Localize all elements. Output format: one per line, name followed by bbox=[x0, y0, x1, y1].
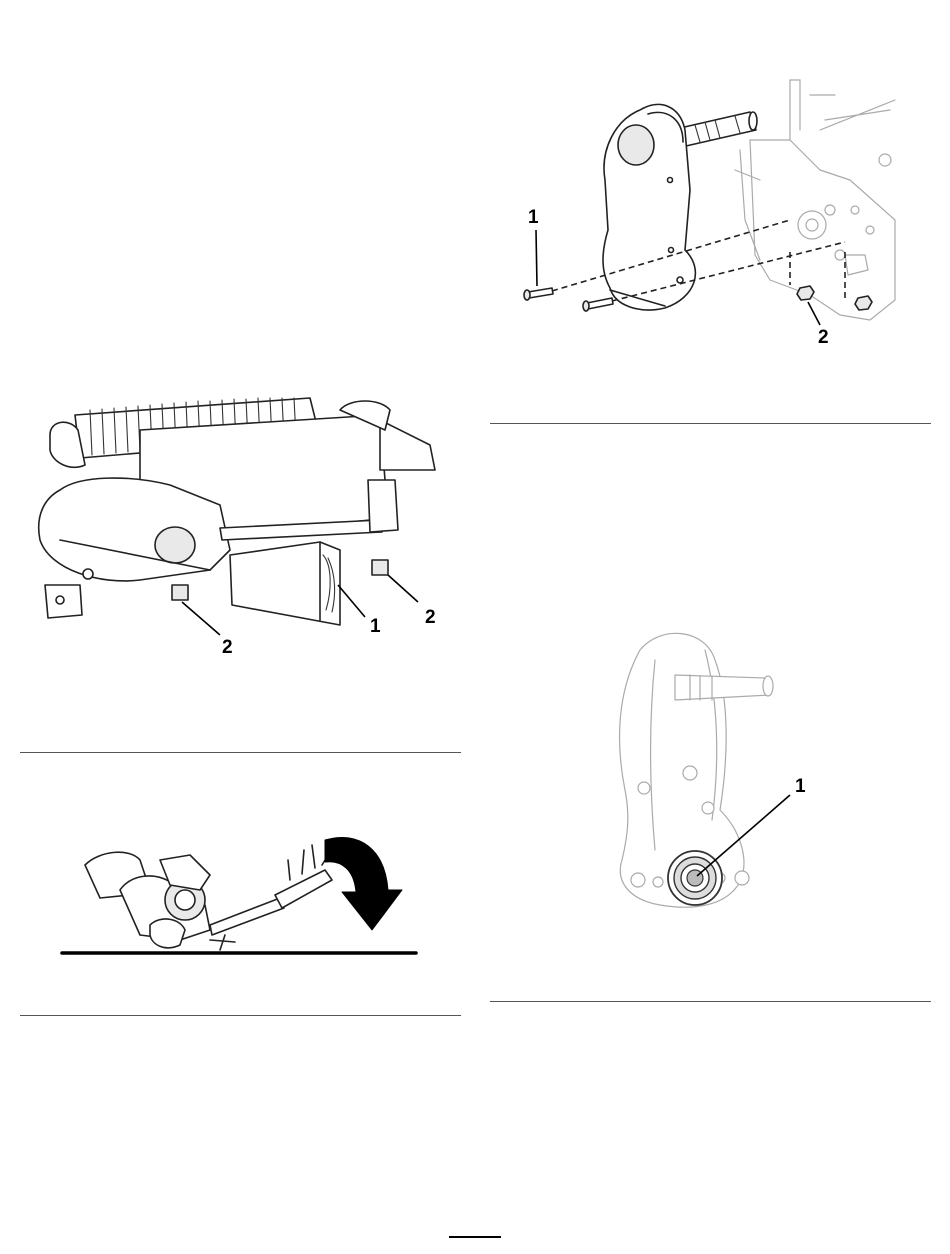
tiller-machine bbox=[85, 845, 332, 950]
leader-nut bbox=[808, 302, 820, 325]
callout-seal: 1 bbox=[795, 777, 806, 796]
callout-nut: 2 bbox=[818, 328, 829, 347]
gear-cover bbox=[39, 478, 230, 618]
bolt-lower bbox=[583, 298, 613, 311]
leader-bolt bbox=[536, 230, 537, 286]
callout-block: 1 bbox=[370, 617, 381, 636]
shaft bbox=[675, 675, 773, 700]
drive-shaft bbox=[680, 112, 757, 146]
callout-nut-right: 2 bbox=[425, 608, 436, 627]
leader-nut-left bbox=[182, 602, 220, 635]
figure-cover-assembly: 1 2 bbox=[490, 70, 930, 420]
seal bbox=[668, 851, 722, 905]
frame-outline bbox=[735, 80, 895, 320]
nut-left bbox=[797, 286, 814, 300]
divider-bottom-right bbox=[490, 1001, 931, 1002]
figure-cover-inside: 1 bbox=[600, 620, 840, 920]
leader-block bbox=[338, 585, 365, 617]
leader-nut-right bbox=[388, 575, 418, 602]
divider-top-right bbox=[490, 423, 931, 424]
nut-right bbox=[855, 296, 872, 310]
page-footer-mark bbox=[449, 1236, 501, 1238]
nut-left bbox=[172, 585, 188, 600]
bolt-upper bbox=[524, 288, 553, 300]
cover-installed-drawing bbox=[20, 380, 460, 670]
tip-drawing bbox=[60, 830, 420, 960]
callout-bolt: 1 bbox=[528, 208, 539, 227]
divider-bottom-left bbox=[20, 1015, 461, 1016]
curved-arrow-icon bbox=[325, 837, 402, 930]
wood-block bbox=[230, 542, 340, 625]
cover-assembly-drawing bbox=[490, 70, 930, 420]
divider-middle-left bbox=[20, 752, 461, 753]
cover-inside-drawing bbox=[600, 620, 840, 920]
callout-nut-left: 2 bbox=[222, 638, 233, 657]
nut-right bbox=[368, 480, 398, 575]
figure-tip-direction bbox=[60, 830, 420, 960]
drive-cover bbox=[603, 104, 695, 309]
figure-cover-installed: 1 2 2 bbox=[20, 380, 460, 670]
